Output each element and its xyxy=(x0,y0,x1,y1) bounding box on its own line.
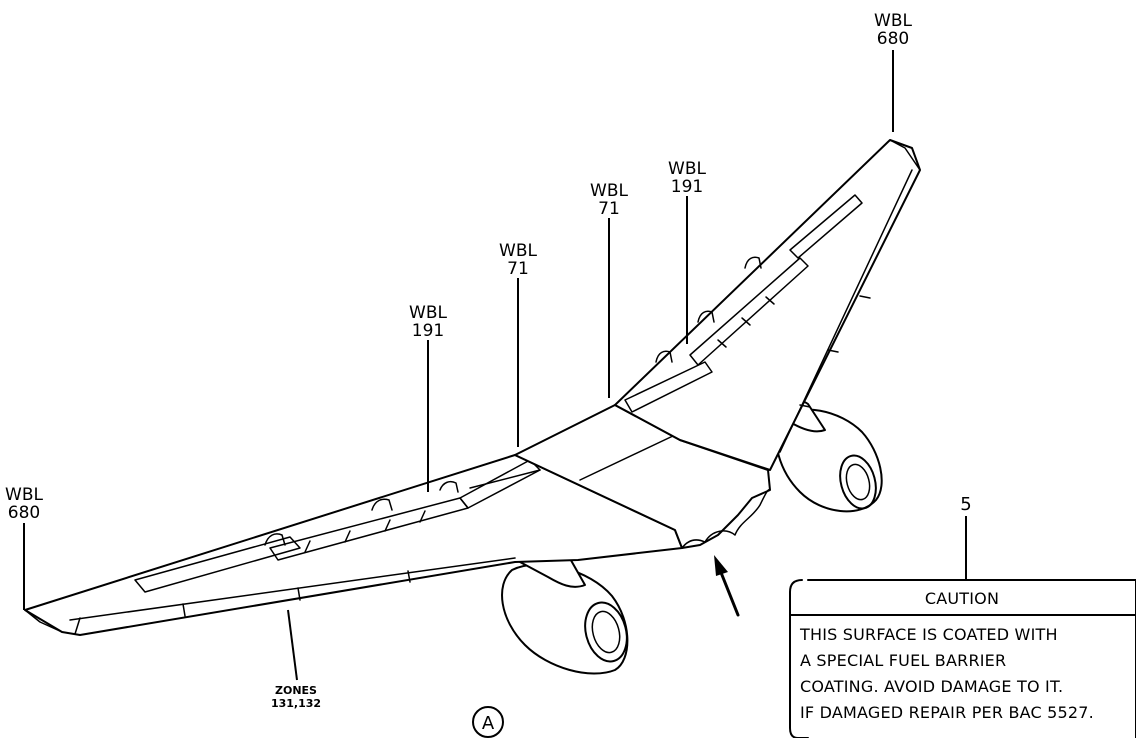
callout-number: 5 xyxy=(960,494,971,515)
wbl-label-right-680: WBL 680 xyxy=(874,11,912,49)
wbl-label-text: WBL xyxy=(590,181,628,201)
wbl-label-value: 71 xyxy=(598,199,620,219)
caution-title: CAUTION xyxy=(925,589,999,608)
wbl-label-value: 680 xyxy=(877,29,909,49)
wbl-label-left-71: WBL 71 xyxy=(499,241,537,279)
caution-callout: 5 CAUTION THIS SURFACE IS COATED WITH A … xyxy=(789,494,1136,738)
wbl-label-value: 680 xyxy=(8,503,40,523)
zones-label-title: ZONES xyxy=(275,684,317,697)
wbl-label-text: WBL xyxy=(499,241,537,261)
caution-line: IF DAMAGED REPAIR PER BAC 5527. xyxy=(800,703,1094,722)
view-label-circle xyxy=(472,706,504,738)
wbl-label-right-71: WBL 71 xyxy=(590,181,628,219)
left-engine-nacelle xyxy=(501,548,629,675)
wbl-label-text: WBL xyxy=(668,159,706,179)
view-label-text: A xyxy=(482,713,495,734)
caution-line: A SPECIAL FUEL BARRIER xyxy=(800,651,1006,670)
wbl-label-text: WBL xyxy=(409,303,447,323)
leader-lines xyxy=(23,50,967,681)
wbl-label-left-680: WBL 680 xyxy=(5,485,43,523)
caution-line: COATING. AVOID DAMAGE TO IT. xyxy=(800,677,1063,696)
right-wing xyxy=(614,139,921,471)
wbl-label-right-191: WBL 191 xyxy=(668,159,706,197)
wbl-label-text: WBL xyxy=(874,11,912,31)
caution-line: THIS SURFACE IS COATED WITH xyxy=(799,625,1058,644)
wbl-label-left-191: WBL 191 xyxy=(409,303,447,341)
wbl-label-value: 191 xyxy=(412,321,444,341)
zones-label: ZONES 131,132 xyxy=(271,684,321,710)
zones-label-value: 131,132 xyxy=(271,697,321,710)
wing-assembly xyxy=(24,139,921,675)
wbl-label-text: WBL xyxy=(5,485,43,505)
view-label: A xyxy=(472,706,504,738)
wbl-label-value: 191 xyxy=(671,177,703,197)
wbl-label-value: 71 xyxy=(507,259,529,279)
pointer-arrow xyxy=(714,555,740,617)
